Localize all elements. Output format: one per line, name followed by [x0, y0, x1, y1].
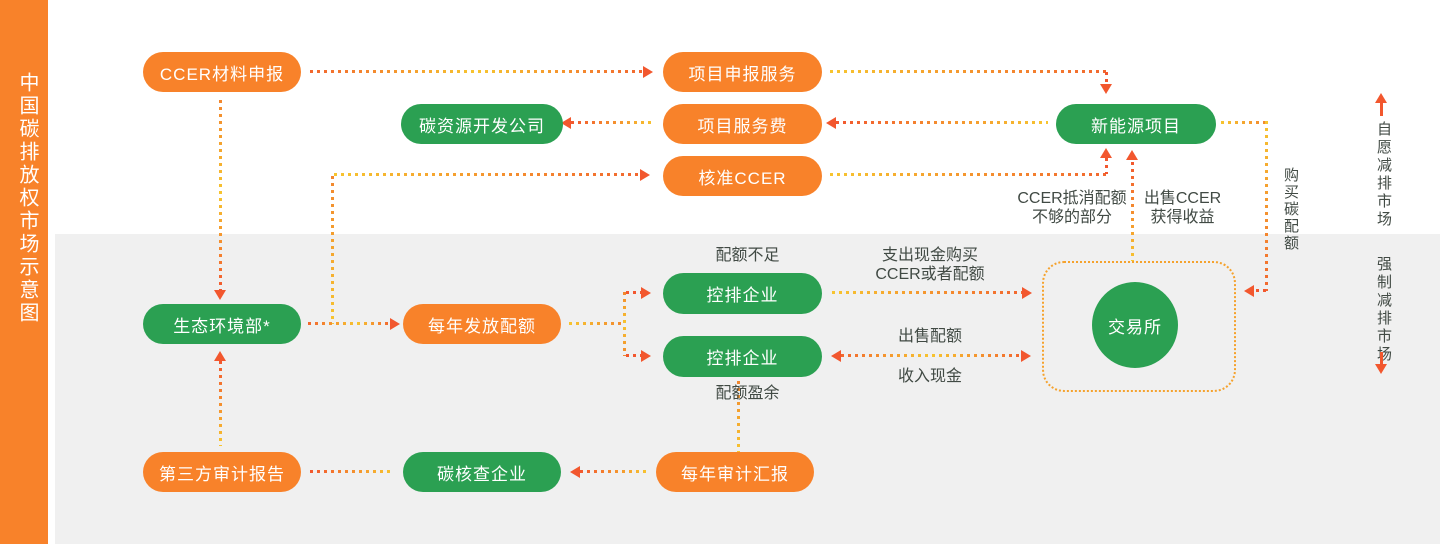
- arrow-right-icon: [1021, 350, 1031, 362]
- node-project-apply-service: 项目申报服务: [663, 52, 822, 92]
- node-label: 控排企业: [706, 349, 779, 368]
- arrow-down-icon: [1375, 364, 1387, 374]
- voluntary-up-arrow-icon: [1380, 102, 1383, 116]
- node-emitter-surplus: 控排企业: [663, 336, 822, 377]
- diagram-title: 中国碳排放权市场示意图: [16, 72, 38, 325]
- node-label: 每年发放配额: [428, 316, 536, 336]
- connector-audit-to-verifier: [580, 470, 648, 473]
- node-ministry-ecology: 生态环境部*: [143, 304, 301, 344]
- node-label: 交易所: [1108, 317, 1162, 337]
- label-text: 不够的部分: [1031, 209, 1112, 226]
- node-ccer-material: CCER材料申报: [143, 52, 301, 92]
- connector-sellccer-v: [1131, 162, 1134, 261]
- node-label: 每年审计汇报: [681, 464, 789, 484]
- node-approved-ccer: 核准CCER: [663, 156, 822, 196]
- connector-ccer-to-newenergy-v: [1105, 158, 1108, 174]
- connector-emitter2-exchange-bidir: [841, 354, 1021, 357]
- arrow-down-icon: [214, 290, 226, 300]
- connector-bracket-v: [623, 292, 626, 356]
- label-quota-surplus: 配额盈余: [705, 384, 790, 403]
- label-receive-cash: 收入现金: [855, 367, 1005, 386]
- connector-buyquota-v: [1265, 121, 1268, 291]
- label-text: 获得收益: [1150, 209, 1215, 226]
- arrow-down-icon: [1100, 84, 1112, 94]
- node-label: 第三方审计报告: [159, 464, 285, 484]
- node-label: 生态环境部*: [173, 316, 271, 336]
- node-carbon-dev-company: 碳资源开发公司: [401, 104, 563, 144]
- node-label: CCER材料申报: [159, 64, 285, 84]
- arrow-left-icon: [1244, 285, 1254, 297]
- label-pay-cash: 支出现金购买 CCER或者配额: [855, 246, 1005, 284]
- node-label: 项目申报服务: [688, 64, 797, 84]
- arrow-right-icon: [643, 66, 653, 78]
- connector-newenergy-to-fee: [836, 121, 1048, 124]
- connector-ministry-to-ccer: [334, 173, 640, 176]
- node-new-energy-project: 新能源项目: [1056, 104, 1216, 144]
- mandatory-down-arrow-icon: [1380, 352, 1383, 366]
- connector-fee-to-devcompany: [571, 121, 655, 124]
- connector-report-to-ministry: [219, 361, 222, 446]
- connector-verifier-to-report: [310, 470, 394, 473]
- node-project-service-fee: 项目服务费: [663, 104, 822, 144]
- connector-quota-to-bracket: [569, 322, 625, 325]
- arrow-up-icon: [1375, 93, 1387, 103]
- node-annual-audit-report: 每年审计汇报: [656, 452, 814, 492]
- connector-emitter1-to-exchange: [832, 291, 1022, 294]
- label-text: 配额盈余: [715, 385, 780, 402]
- connector-bracket-bottom: [626, 354, 642, 357]
- node-annual-quota: 每年发放配额: [403, 304, 561, 344]
- connector-buyquota-h1: [1221, 121, 1267, 124]
- arrow-left-icon: [570, 466, 580, 478]
- arrow-up-icon: [214, 351, 226, 361]
- node-label: 新能源项目: [1091, 116, 1181, 136]
- label-text: 出售配额: [897, 328, 962, 345]
- arrow-left-icon: [831, 350, 841, 362]
- connector-ccer-to-newenergy-h: [830, 173, 1107, 176]
- connector-ministry-branch-v: [331, 176, 334, 324]
- node-third-party-audit-report: 第三方审计报告: [143, 452, 301, 492]
- arrow-right-icon: [390, 318, 400, 330]
- label-buy-quota: 购买碳配额: [1282, 167, 1299, 252]
- arrow-right-icon: [640, 169, 650, 181]
- node-emitter-deficit: 控排企业: [663, 273, 822, 314]
- exchange-dashed-frame: [1042, 261, 1236, 392]
- arrow-right-icon: [1022, 287, 1032, 299]
- label-text: CCER或者配额: [875, 266, 985, 283]
- label-text: 出售CCER: [1143, 190, 1222, 207]
- label-text: 支出现金购买: [881, 247, 978, 264]
- connector-ministry-to-quota: [308, 322, 390, 325]
- connector-apply-to-newenergy-v: [1105, 72, 1108, 86]
- label-text: CCER抵消配额: [1017, 190, 1127, 207]
- label-text: 收入现金: [897, 368, 962, 385]
- connector-bracket-top: [626, 291, 642, 294]
- node-label: 碳资源开发公司: [419, 116, 545, 136]
- connector-material-to-apply: [310, 70, 643, 73]
- node-exchange: 交易所: [1092, 282, 1178, 368]
- arrow-up-icon: [1100, 148, 1112, 158]
- node-label: 控排企业: [706, 286, 779, 305]
- arrow-left-icon: [561, 117, 571, 129]
- arrow-right-icon: [641, 350, 651, 362]
- connector-material-to-ministry: [219, 100, 222, 290]
- arrow-right-icon: [641, 287, 651, 299]
- node-label: 碳核查企业: [437, 464, 527, 484]
- label-voluntary-market: 自愿减排市场: [1375, 121, 1392, 229]
- sidebar: 中国碳排放权市场示意图: [0, 0, 48, 544]
- node-label: 核准CCER: [698, 168, 787, 188]
- connector-emitter2-to-audit: [737, 381, 740, 452]
- label-quota-deficit: 配额不足: [705, 246, 790, 265]
- connector-buyquota-h2: [1256, 289, 1268, 292]
- label-ccer-offset: CCER抵消配额 不够的部分: [997, 189, 1147, 227]
- label-text: 配额不足: [715, 247, 780, 264]
- connector-apply-to-newenergy-h: [830, 70, 1107, 73]
- arrow-up-icon: [1126, 150, 1138, 160]
- label-mandatory-market: 强制减排市场: [1375, 256, 1392, 364]
- node-carbon-verifier: 碳核查企业: [403, 452, 561, 492]
- label-sell-quota: 出售配额: [855, 327, 1005, 346]
- arrow-left-icon: [826, 117, 836, 129]
- node-label: 项目服务费: [697, 116, 788, 136]
- label-sell-ccer: 出售CCER 获得收益: [1110, 189, 1255, 227]
